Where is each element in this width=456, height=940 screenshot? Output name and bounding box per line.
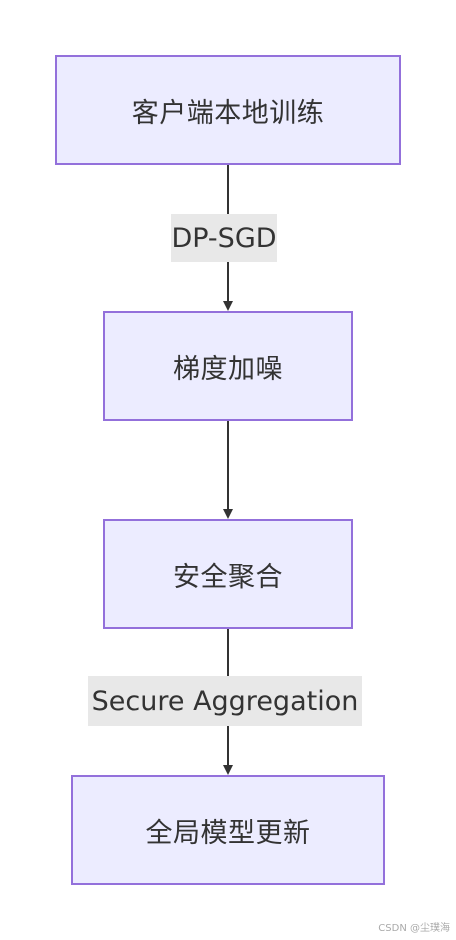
node-gradient-noise: 梯度加噪 xyxy=(103,311,353,421)
node-label: 全局模型更新 xyxy=(145,817,311,849)
node-label: 梯度加噪 xyxy=(173,353,283,385)
node-local-training: 客户端本地训练 xyxy=(55,55,401,165)
edge-label-text: Secure Aggregation xyxy=(91,685,359,717)
edge-label-dp-sgd: DP-SGD xyxy=(171,214,277,262)
edge-label-text: DP-SGD xyxy=(171,222,277,254)
node-label: 安全聚合 xyxy=(173,561,283,593)
node-label: 客户端本地训练 xyxy=(131,97,325,129)
edge-label-secure-aggregation: Secure Aggregation xyxy=(88,676,362,726)
node-secure-aggregation: 安全聚合 xyxy=(103,519,353,629)
watermark-text: CSDN @尘璞海 xyxy=(378,923,450,934)
node-global-model-update: 全局模型更新 xyxy=(71,775,385,885)
